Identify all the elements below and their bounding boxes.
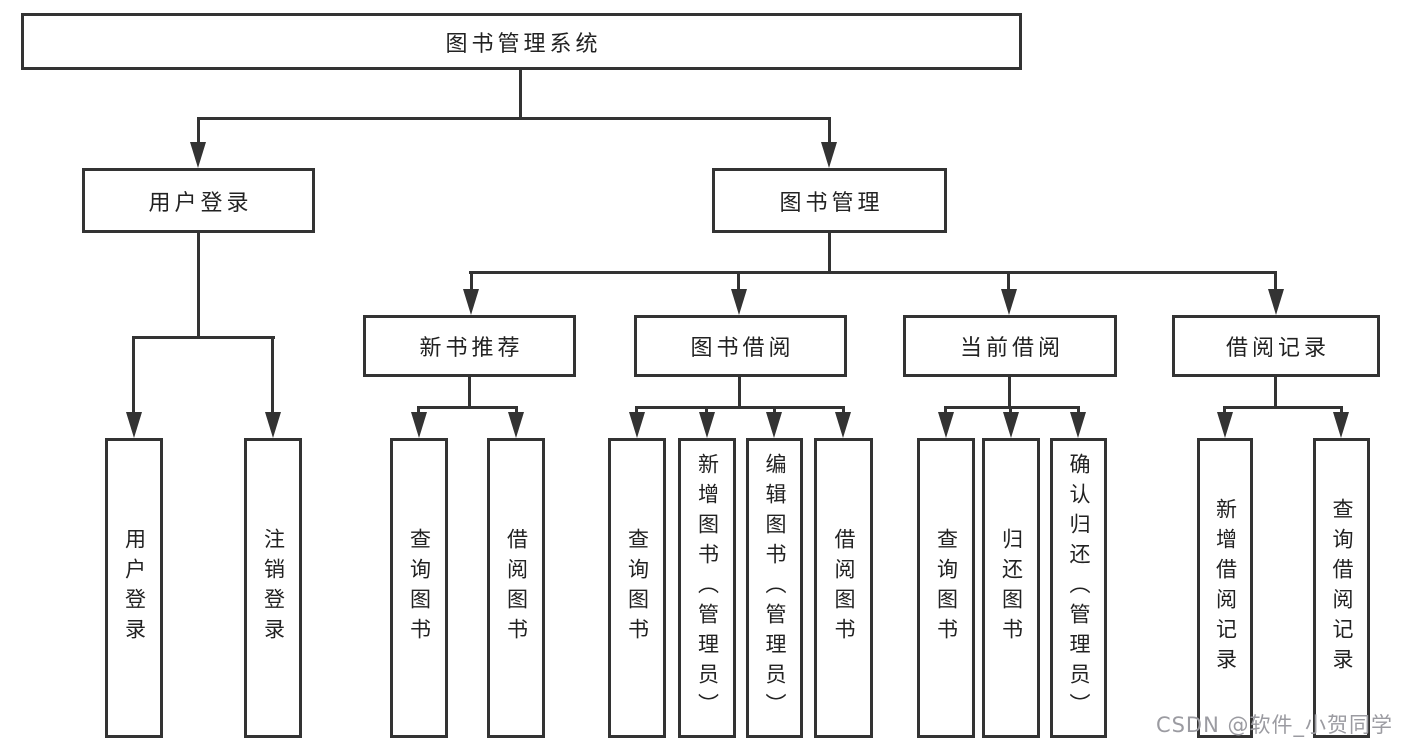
- node-library-system-root: 图书管理系统: [21, 13, 1022, 70]
- connector-br-stem: [1274, 377, 1277, 409]
- leaf-add-borrow-record: 新增借阅记录: [1197, 438, 1253, 738]
- arrowhead-cb-child3: [1070, 412, 1086, 438]
- connector-to-user-login: [197, 118, 200, 145]
- leaf-query-books-current: 查询图书: [917, 438, 975, 738]
- node-label: 图书管理系统: [445, 31, 602, 57]
- arrowhead-cb-child1: [938, 412, 954, 438]
- connector-bb-child4: [842, 407, 845, 416]
- connector-to-new-book-rec: [470, 272, 473, 292]
- arrowhead-book-mgmt: [821, 142, 837, 168]
- connector-cb-child3: [1077, 407, 1080, 416]
- connector-br-child1: [1223, 407, 1226, 416]
- node-current-borrowing: 当前借阅: [903, 315, 1117, 377]
- connector-to-borrow-records: [1274, 272, 1277, 292]
- connector-nbr-branch: [417, 406, 518, 409]
- leaf-label: 编辑图书（管理员）: [763, 453, 787, 723]
- arrowhead-user-login: [190, 142, 206, 168]
- connector-bb-branch: [635, 406, 845, 409]
- connector-to-book-mgmt: [828, 118, 831, 145]
- leaf-label: 借阅图书: [504, 528, 529, 648]
- connector-nbr-child2: [515, 407, 518, 416]
- arrowhead-leaf-logout: [265, 412, 281, 438]
- csdn-watermark: CSDN @软件_小贺同学: [1155, 713, 1393, 737]
- connector-bb-child1: [635, 407, 638, 416]
- connector-bookmgmt-branch: [469, 271, 1277, 274]
- leaf-label: 归还图书: [999, 528, 1024, 648]
- arrowhead-bb-child2: [699, 412, 715, 438]
- leaf-confirm-return-admin: 确认归还（管理员）: [1050, 438, 1107, 738]
- connector-cb-child1: [944, 407, 947, 416]
- connector-to-book-borrow: [737, 272, 740, 292]
- leaf-label: 确认归还（管理员）: [1067, 453, 1091, 723]
- node-book-management: 图书管理: [712, 168, 947, 233]
- connector-to-current-borrow: [1007, 272, 1010, 292]
- node-new-book-recommend: 新书推荐: [363, 315, 576, 377]
- arrowhead-book-borrow: [731, 289, 747, 315]
- node-label: 新书推荐: [419, 336, 524, 361]
- node-label: 图书借阅: [690, 336, 795, 361]
- leaf-borrow-books-recommend: 借阅图书: [487, 438, 545, 738]
- arrowhead-bb-child4: [835, 412, 851, 438]
- leaf-query-books-recommend: 查询图书: [390, 438, 448, 738]
- leaf-borrow-books: 借阅图书: [814, 438, 873, 738]
- arrowhead-bb-child1: [629, 412, 645, 438]
- node-user-login: 用户登录: [82, 168, 315, 233]
- leaf-label: 新增图书（管理员）: [695, 453, 720, 723]
- connector-br-branch: [1223, 406, 1343, 409]
- node-borrow-records: 借阅记录: [1172, 315, 1380, 377]
- leaf-label: 查询借阅记录: [1330, 498, 1354, 678]
- connector-to-leaf-login: [132, 337, 135, 415]
- connector-bookmgmt-stem: [828, 233, 831, 273]
- arrowhead-bb-child3: [766, 412, 782, 438]
- arrowhead-current-borrow: [1001, 289, 1017, 315]
- leaf-logout: 注销登录: [244, 438, 302, 738]
- leaf-return-books: 归还图书: [982, 438, 1040, 738]
- leaf-label: 借阅图书: [832, 528, 856, 648]
- node-label: 图书管理: [779, 190, 884, 216]
- arrowhead-leaf-login: [126, 412, 142, 438]
- connector-root-stem: [519, 69, 522, 119]
- connector-bb-stem: [738, 377, 741, 409]
- leaf-add-books-admin: 新增图书（管理员）: [678, 438, 736, 738]
- node-label: 用户登录: [148, 190, 253, 216]
- connector-nbr-stem: [468, 377, 471, 409]
- arrowhead-borrow-records: [1268, 289, 1284, 315]
- leaf-label: 查询图书: [934, 528, 959, 648]
- leaf-label: 新增借阅记录: [1213, 498, 1238, 678]
- node-label: 当前借阅: [959, 336, 1064, 361]
- connector-br-child2: [1340, 407, 1343, 416]
- connector-to-leaf-logout: [271, 337, 274, 415]
- node-book-borrowing: 图书借阅: [634, 315, 847, 377]
- leaf-edit-books-admin: 编辑图书（管理员）: [746, 438, 803, 738]
- arrowhead-br-child2: [1333, 412, 1349, 438]
- leaf-query-borrow-record: 查询借阅记录: [1313, 438, 1370, 738]
- connector-cb-child2: [1009, 407, 1012, 416]
- connector-login-stem: [197, 233, 200, 339]
- leaf-label: 查询图书: [407, 528, 432, 648]
- connector-bb-child2: [705, 407, 708, 416]
- arrowhead-nbr-child1: [411, 412, 427, 438]
- connector-nbr-child1: [417, 407, 420, 416]
- arrowhead-cb-child2: [1003, 412, 1019, 438]
- leaf-label: 查询图书: [625, 528, 650, 648]
- connector-bb-child3: [773, 407, 776, 416]
- connector-root-branch: [197, 117, 831, 120]
- leaf-user-login: 用户登录: [105, 438, 163, 738]
- arrowhead-br-child1: [1217, 412, 1233, 438]
- node-label: 借阅记录: [1225, 336, 1330, 361]
- leaf-label: 用户登录: [122, 528, 147, 648]
- leaf-query-books-borrow: 查询图书: [608, 438, 666, 738]
- connector-login-branch: [132, 336, 275, 339]
- arrowhead-new-book-rec: [463, 289, 479, 315]
- connector-cb-branch: [944, 406, 1080, 409]
- leaf-label: 注销登录: [261, 528, 286, 648]
- arrowhead-nbr-child2: [508, 412, 524, 438]
- connector-cb-stem: [1008, 377, 1011, 409]
